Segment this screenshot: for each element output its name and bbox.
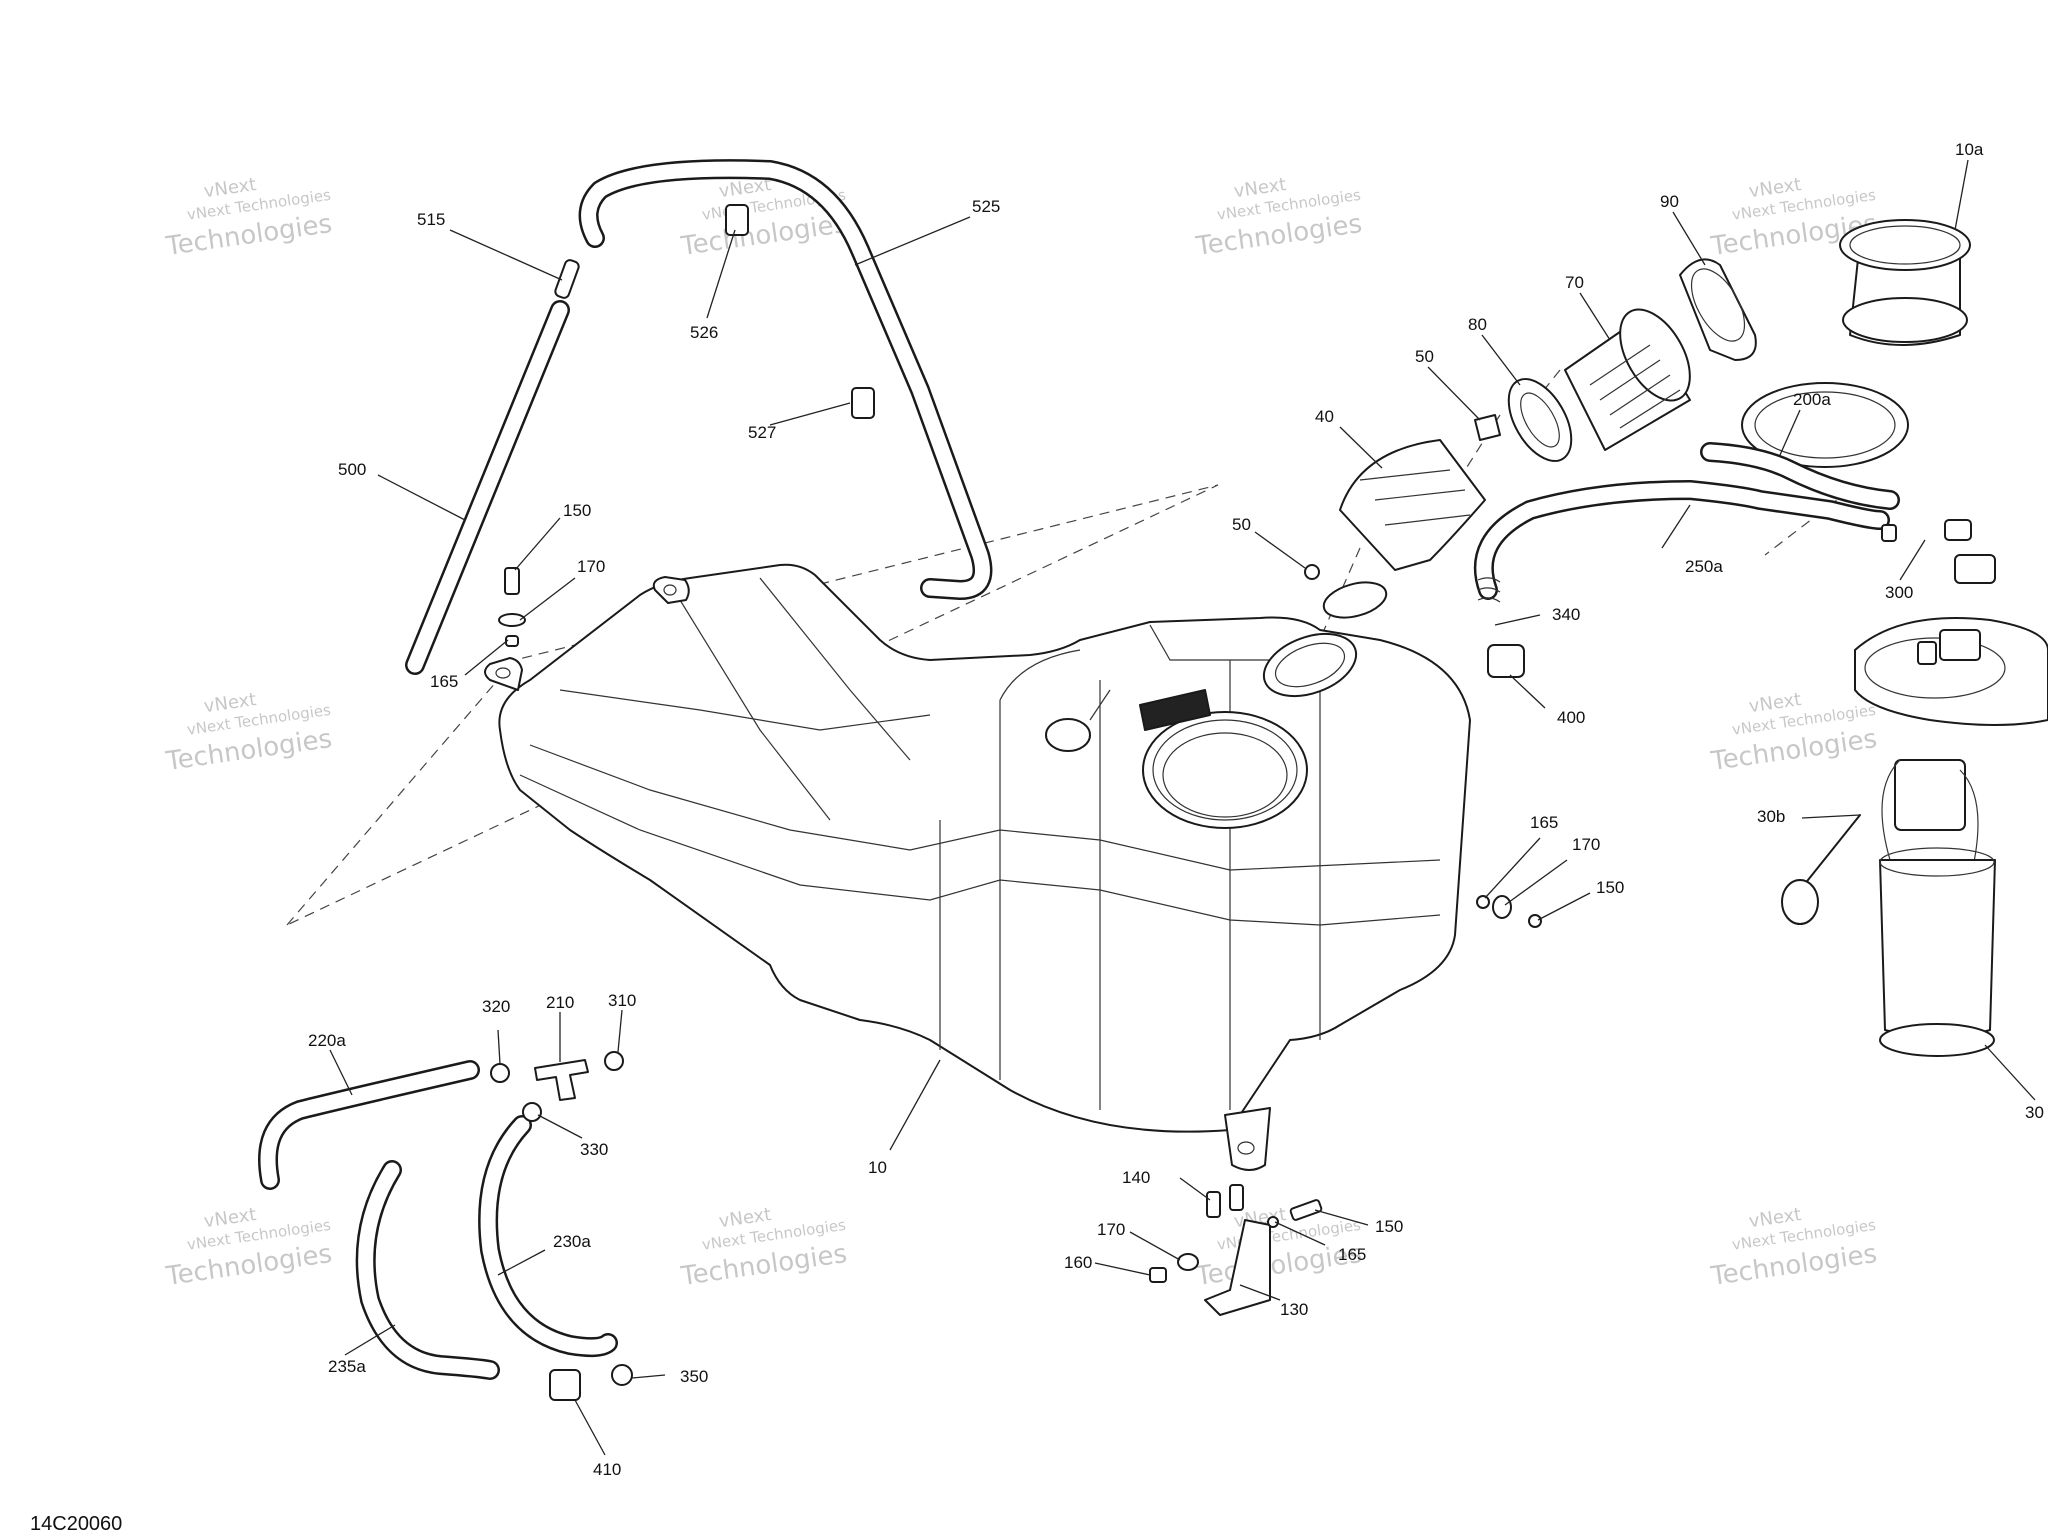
callout-320: 320 [482,997,510,1016]
callout-165-right: 165 [1530,813,1558,832]
watermark: vNext vNext Technologies Technologies [1708,1204,1879,1292]
filler-assembly[interactable] [1304,258,1757,623]
callout-330: 330 [580,1140,608,1159]
callout-50-lower: 50 [1232,515,1251,534]
callout-526: 526 [690,323,718,342]
callout-527: 527 [748,423,776,442]
callout-300: 300 [1885,583,1913,602]
callout-150-bottom: 150 [1375,1217,1403,1236]
callout-310: 310 [608,991,636,1010]
callout-220a: 220a [308,1031,346,1050]
callout-90: 90 [1660,192,1679,211]
callout-160: 160 [1064,1253,1092,1272]
callout-165-left: 165 [430,672,458,691]
callout-200a: 200a [1793,390,1831,409]
callout-250a: 250a [1685,557,1723,576]
fuel-pump[interactable] [1741,219,2048,1057]
fuel-tank[interactable] [484,563,1471,1171]
callout-10: 10 [868,1158,887,1177]
watermark: vNext vNext Technologies Technologies [163,1204,334,1292]
leader-lines [329,159,2036,1456]
callout-150-left: 150 [563,501,591,520]
callout-500: 500 [338,460,366,479]
callout-170-left: 170 [577,557,605,576]
callout-230a: 230a [553,1232,591,1251]
callout-10a: 10a [1955,140,1984,159]
callout-525: 525 [972,197,1000,216]
callout-170-bottom: 170 [1097,1220,1125,1239]
callout-340: 340 [1552,605,1580,624]
callout-170-right: 170 [1572,835,1600,854]
callout-40: 40 [1315,407,1334,426]
callout-515: 515 [417,210,445,229]
callout-labels: 10a 90 70 80 50 40 50 200a 250a 340 400 … [308,140,2044,1479]
callout-165-bottom: 165 [1338,1245,1366,1264]
callout-210: 210 [546,993,574,1012]
callout-235a: 235a [328,1357,366,1376]
watermark: vNext vNext Technologies Technologies [1193,174,1364,262]
diagram-reference-id: 14C20060 [30,1513,122,1535]
callout-400: 400 [1557,708,1585,727]
hardware[interactable] [490,204,1996,1401]
callout-30b: 30b [1757,807,1785,826]
callout-70: 70 [1565,273,1584,292]
callout-130: 130 [1280,1300,1308,1319]
watermark: vNext vNext Technologies Technologies [1708,689,1879,777]
hoses[interactable] [258,159,1900,1380]
callout-50-upper: 50 [1415,347,1434,366]
callout-150-right: 150 [1596,878,1624,897]
callout-350: 350 [680,1367,708,1386]
callout-80: 80 [1468,315,1487,334]
callout-410: 410 [593,1460,621,1479]
watermark: vNext vNext Technologies Technologies [163,689,334,777]
callout-30: 30 [2025,1103,2044,1122]
watermark: vNext vNext Technologies Technologies [163,174,334,262]
watermark: vNext vNext Technologies Technologies [678,1204,849,1292]
callout-140: 140 [1122,1168,1150,1187]
